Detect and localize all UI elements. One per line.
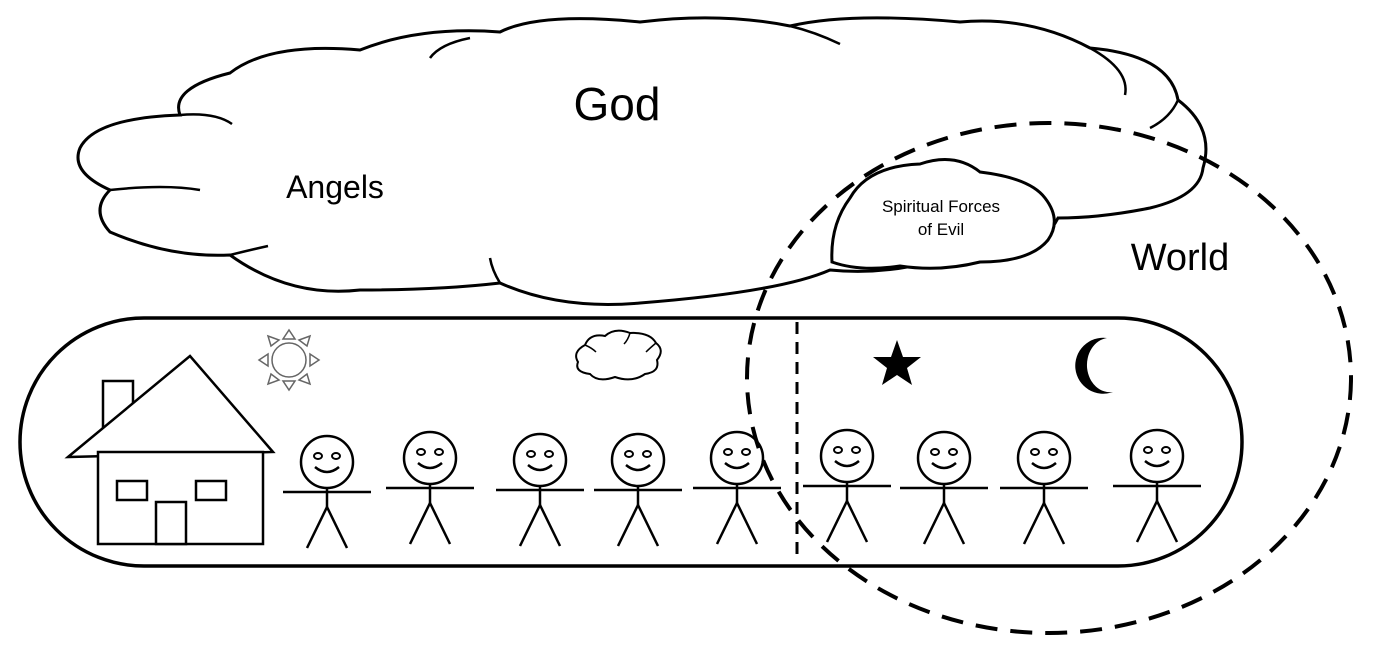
crescent-moon-icon xyxy=(1075,337,1113,394)
stick-figure-icon xyxy=(1113,428,1201,543)
people-row xyxy=(283,428,1201,549)
small-cloud-icon xyxy=(575,329,662,381)
star-icon xyxy=(873,340,921,385)
earth-capsule xyxy=(18,316,1244,568)
stick-figure-icon xyxy=(803,428,891,543)
world-boundary xyxy=(745,121,1353,635)
evil-cloud-outline xyxy=(830,158,1056,270)
heaven-cloud-outline xyxy=(76,16,1208,306)
angels-label: Angels xyxy=(286,169,384,205)
sun-icon xyxy=(257,328,321,392)
god-label: God xyxy=(574,78,661,130)
stick-figure-icon xyxy=(594,432,682,547)
house-icon xyxy=(64,354,276,546)
stick-figure-icon xyxy=(900,430,988,545)
stick-figure-icon xyxy=(1000,430,1088,545)
evil-label-line1: Spiritual Forces xyxy=(882,197,1000,216)
heaven-cloud xyxy=(76,16,1208,306)
stick-figure-icon xyxy=(693,430,781,545)
stick-figure-icon xyxy=(386,430,474,545)
stick-figure-icon xyxy=(283,434,371,549)
world-label: World xyxy=(1131,237,1230,279)
evil-label-line2: of Evil xyxy=(918,220,964,239)
evil-cloud xyxy=(830,158,1056,270)
stick-figure-icon xyxy=(496,432,584,547)
